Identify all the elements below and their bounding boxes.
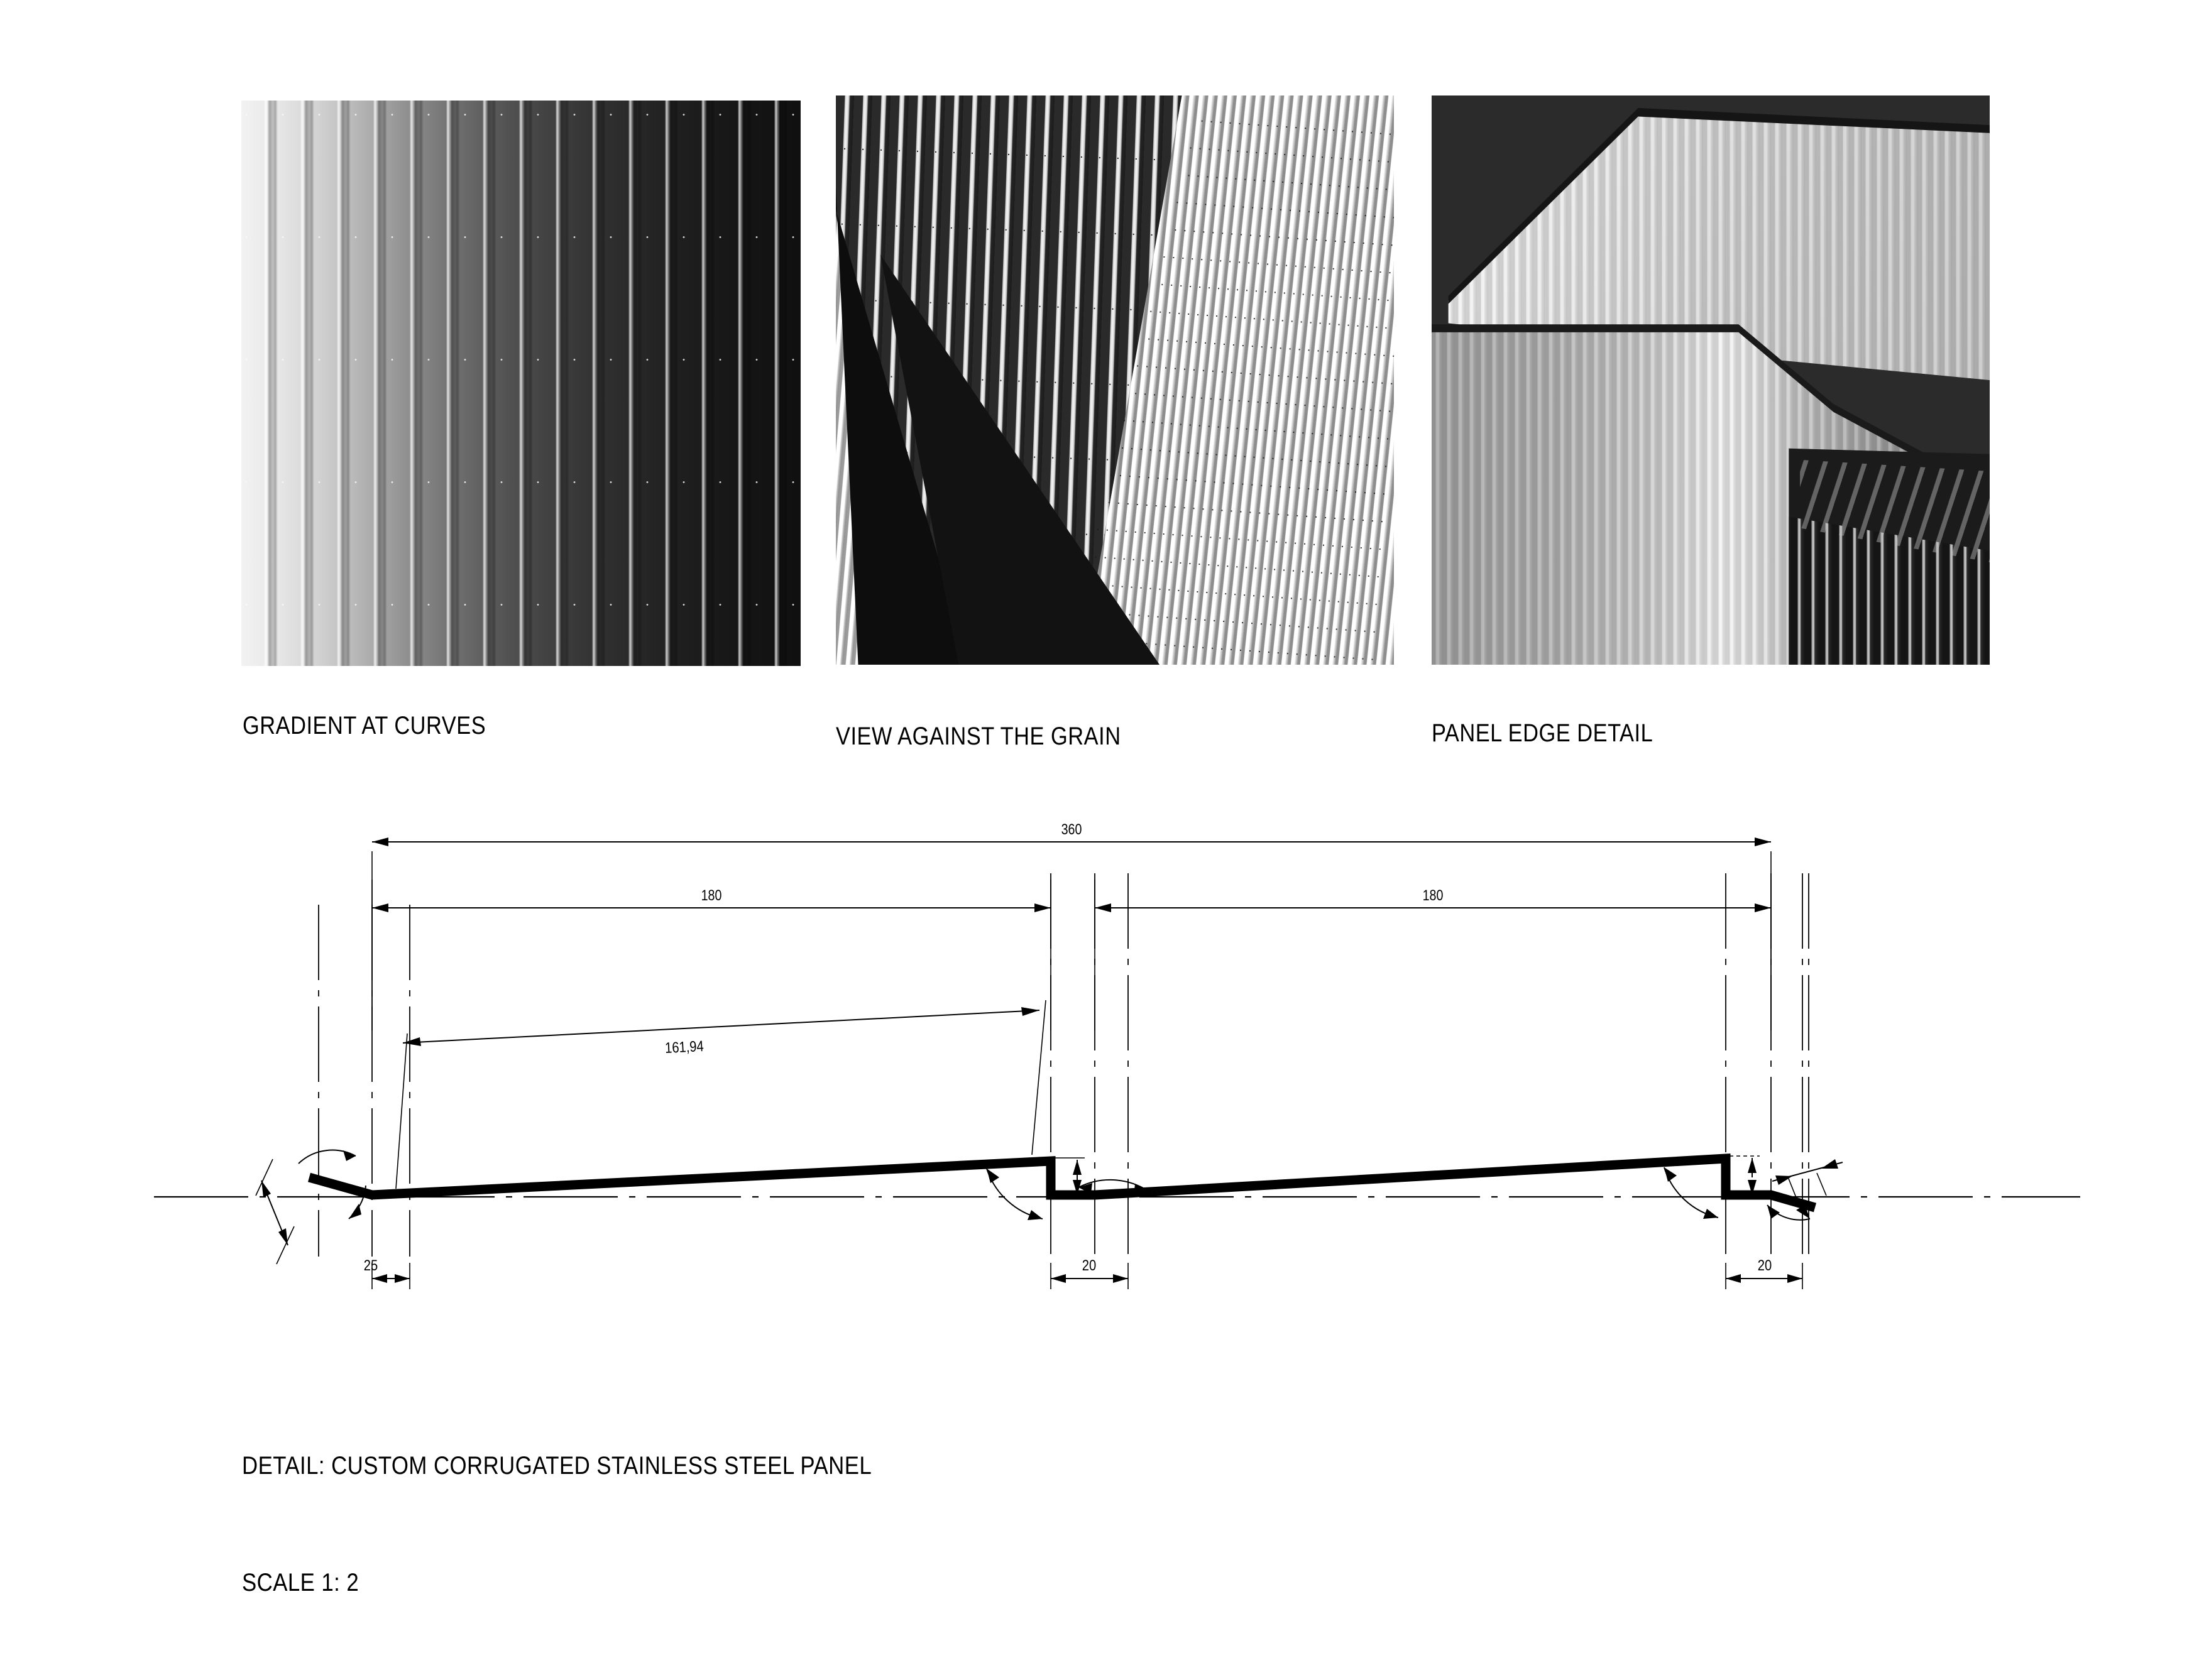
angle-label-left-120: 120° [205, 1329, 236, 1332]
panel-section-drawing: 360 180 180 [0, 779, 2204, 1646]
caption-panel-edge-detail: PANEL EDGE DETAIL [1432, 719, 1653, 747]
drawing-title-block: DETAIL: CUSTOM CORRUGATED STAINLESS STEE… [242, 1368, 872, 1680]
caption-view-against-the-grain: VIEW AGAINST THE GRAIN [836, 723, 1121, 750]
panel-profile [307, 1154, 1817, 1213]
dimension-half-left-180: 180 [371, 880, 1051, 1030]
photo-image-edge [1432, 95, 1990, 665]
drawing-sheet: GRADIENT AT CURVES VIEW AGAINST THE GRAI… [0, 95, 2204, 1647]
dim-label-overall-360: 360 [1061, 821, 1082, 837]
dim-label-half-right-180: 180 [1423, 886, 1444, 903]
photo-panel-edge-detail [1432, 95, 1990, 665]
dimension-slope-16194: 161,94 [395, 1000, 1046, 1189]
detail-left-end: 120° 5 25 [205, 1149, 410, 1356]
dimension-half-right-180: 180 [1094, 880, 1772, 1030]
photo-image-grain [836, 95, 1394, 665]
photo-image-gradient [241, 101, 801, 666]
dim-label-mid-base-20: 20 [1082, 1257, 1096, 1274]
photo-row: GRADIENT AT CURVES VIEW AGAINST THE GRAI… [241, 95, 1990, 750]
drawing-title-line-2: SCALE 1: 2 [242, 1569, 359, 1596]
dim-label-left-flange-25: 25 [364, 1257, 378, 1274]
photo-view-against-the-grain [836, 95, 1394, 665]
photo-gradient-at-curves [241, 101, 801, 666]
dim-label-right-base-20: 20 [1758, 1257, 1772, 1274]
caption-gradient-at-curves: GRADIENT AT CURVES [243, 712, 486, 739]
dimension-overall-360: 360 [371, 821, 1772, 1030]
drawing-title-line-1: DETAIL: CUSTOM CORRUGATED STAINLESS STEE… [242, 1452, 872, 1480]
panel-section-svg: 360 180 180 [154, 821, 2080, 1646]
dim-label-slope-16194: 161,94 [664, 1037, 704, 1056]
dim-label-half-left-180: 180 [701, 886, 722, 903]
detail-right-rib: 81° 25 5 170° [1664, 1155, 1843, 1646]
